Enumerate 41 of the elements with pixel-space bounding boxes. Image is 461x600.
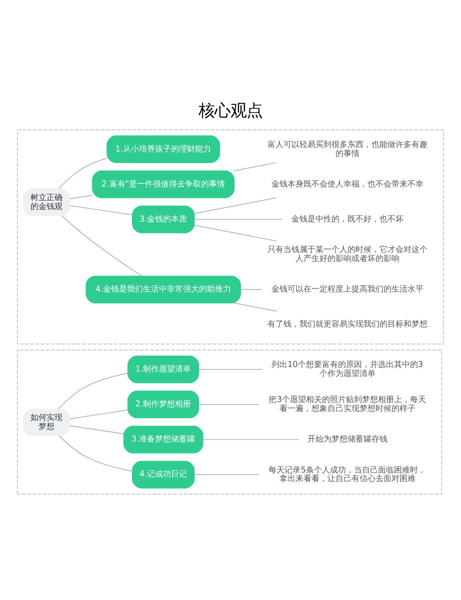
node-text: 金钱可以在一定程度上提高我们的生活水平 — [271, 284, 424, 294]
connector — [198, 404, 260, 405]
node-box: 4.金钱是我们生活中非常强大的助推力 — [86, 276, 241, 304]
connector — [194, 219, 283, 220]
node-box: 2.富有"是一件很值得去争取的事情 — [92, 170, 235, 198]
connector — [69, 205, 133, 216]
connector — [194, 224, 277, 242]
connector — [69, 425, 124, 434]
node-text: 每天记录5条个人成功，当自己面临困难时，拿出来看看，让自己有信心去面对困难 — [268, 464, 426, 484]
node-text: 把3个愿望相关的照片贴到梦想相册上，每天看一遍，想象自己实现梦想时候的样子 — [268, 394, 426, 414]
node-box: 树立正确的金钱观 — [23, 188, 70, 216]
node-box: 3.准备梦想储蓄罐 — [123, 426, 204, 454]
node-text: 列出10个想要富有的原因，并选出其中的3个作为愿望清单 — [271, 359, 424, 378]
node-text: 只有当钱属于某一个人的时候，它才会对这个人产生好的影响或者坏的影响 — [267, 244, 428, 264]
connector — [194, 474, 260, 476]
node-text: 金钱是中性的，既不好，也不坏 — [291, 213, 404, 224]
node-box: 3.金钱的本质 — [132, 206, 195, 234]
connector — [58, 372, 128, 410]
node-text: 开始为梦想储蓄罐存钱 — [307, 434, 388, 444]
connector — [194, 197, 277, 214]
connector — [233, 162, 277, 172]
node-box: 1.制作愿望清单 — [128, 356, 200, 384]
connector — [58, 158, 108, 190]
connector — [240, 289, 262, 290]
cluster — [17, 350, 442, 494]
connector — [58, 436, 133, 472]
node-text: 金钱本身既不会使人幸福，也不会带来不幸 — [271, 178, 424, 188]
diagram-title: 核心观点 — [198, 101, 262, 120]
node-box: 1.从小培养孩子的理财能力 — [106, 135, 220, 164]
connector — [69, 410, 128, 420]
node-box: 如何实现梦想 — [23, 408, 70, 436]
node-text: 富人可以轻易买到很多东西，也能做许多有趣的事情 — [267, 138, 428, 158]
connector — [69, 194, 93, 200]
connector — [202, 439, 300, 440]
connector — [234, 302, 277, 312]
node-box: 4.记成功日记 — [132, 460, 195, 488]
connector — [198, 369, 262, 370]
cluster — [17, 129, 444, 344]
node-text: 有了钱，我们就更容易实现我们的目标和梦想 — [267, 318, 428, 329]
connector — [61, 215, 142, 276]
node-box: 2.制作梦想相册 — [128, 390, 200, 418]
